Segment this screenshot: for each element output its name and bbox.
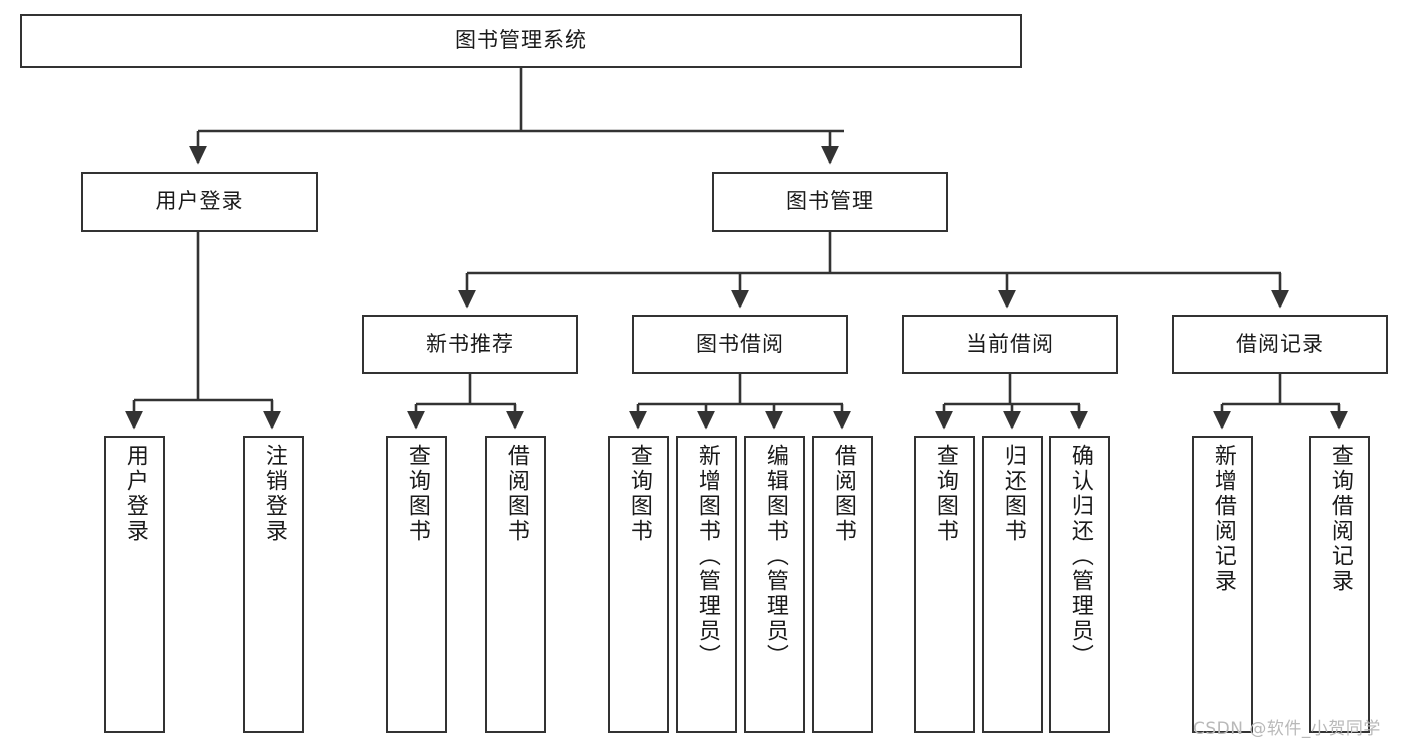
node-label: 新书推荐	[426, 331, 514, 356]
leaf-return-book[interactable]: 归还图书	[982, 436, 1043, 733]
node-label: 借阅图书	[503, 444, 529, 544]
leaf-borrow-book[interactable]: 借阅图书	[812, 436, 873, 733]
node-borrow-record[interactable]: 借阅记录	[1172, 315, 1388, 374]
node-root-system[interactable]: 图书管理系统	[20, 14, 1022, 68]
node-label: 图书管理	[786, 189, 874, 214]
node-user-login[interactable]: 用户登录	[81, 172, 318, 232]
node-label: 查询借阅记录	[1327, 444, 1353, 594]
node-new-book-recommend[interactable]: 新书推荐	[362, 315, 578, 374]
leaf-query-book-recommend[interactable]: 查询图书	[386, 436, 447, 733]
leaf-query-book-borrow[interactable]: 查询图书	[608, 436, 669, 733]
leaf-borrow-book-recommend[interactable]: 借阅图书	[485, 436, 546, 733]
node-label: 编辑图书（管理员）	[762, 444, 788, 669]
csdn-watermark: CSDN @软件_小贺同学	[1193, 719, 1381, 739]
leaf-confirm-return-admin[interactable]: 确认归还（管理员）	[1049, 436, 1110, 733]
node-label: 新增图书（管理员）	[694, 444, 720, 669]
node-label: 新增借阅记录	[1210, 444, 1236, 594]
leaf-edit-book-admin[interactable]: 编辑图书（管理员）	[744, 436, 805, 733]
node-label: 借阅图书	[830, 444, 856, 544]
leaf-query-book-current[interactable]: 查询图书	[914, 436, 975, 733]
leaf-add-borrow-record[interactable]: 新增借阅记录	[1192, 436, 1253, 733]
leaf-user-login[interactable]: 用户登录	[104, 436, 165, 733]
leaf-add-book-admin[interactable]: 新增图书（管理员）	[676, 436, 737, 733]
leaf-query-borrow-record[interactable]: 查询借阅记录	[1309, 436, 1370, 733]
leaf-logout[interactable]: 注销登录	[243, 436, 304, 733]
node-book-management[interactable]: 图书管理	[712, 172, 948, 232]
node-label: 图书管理系统	[455, 28, 587, 53]
node-current-borrow[interactable]: 当前借阅	[902, 315, 1118, 374]
node-label: 当前借阅	[966, 331, 1054, 356]
node-label: 用户登录	[155, 189, 244, 214]
node-label: 借阅记录	[1236, 331, 1324, 356]
node-label: 注销登录	[261, 444, 287, 544]
node-label: 查询图书	[932, 444, 958, 544]
node-label: 确认归还（管理员）	[1067, 444, 1093, 669]
node-book-borrow[interactable]: 图书借阅	[632, 315, 848, 374]
node-label: 查询图书	[404, 444, 430, 544]
node-label: 图书借阅	[696, 331, 784, 356]
node-label: 查询图书	[626, 444, 652, 544]
node-label: 用户登录	[122, 444, 148, 544]
node-label: 归还图书	[1000, 444, 1026, 544]
